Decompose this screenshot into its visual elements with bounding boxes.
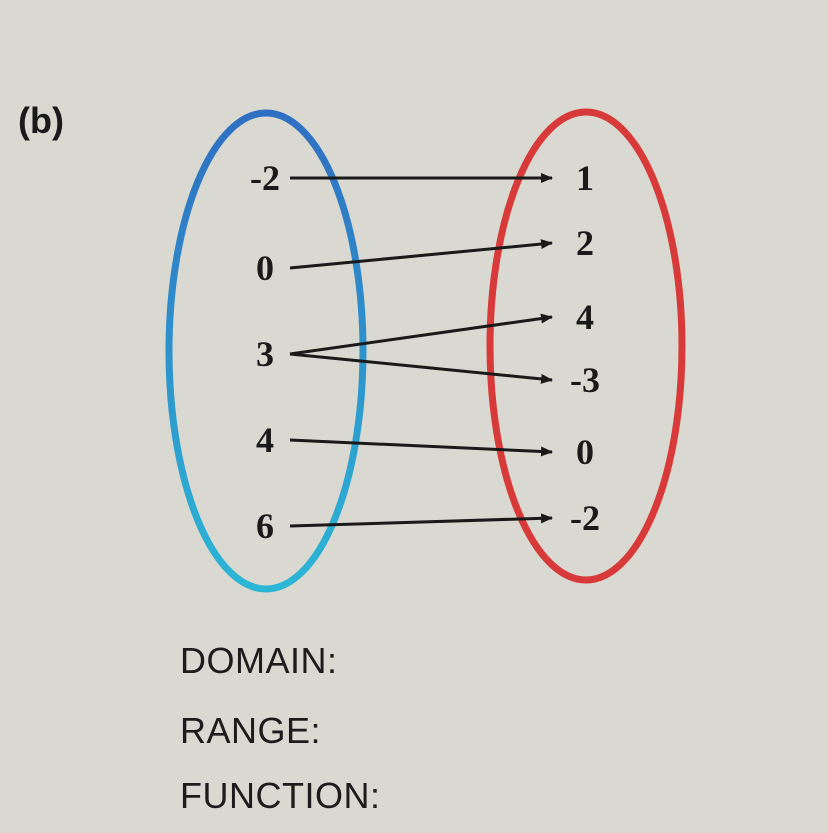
range-value: -3	[570, 360, 600, 400]
range-value: 2	[576, 223, 594, 263]
mapping-arrow	[289, 239, 553, 270]
domain-value: 3	[256, 334, 274, 374]
function-question: FUNCTION:	[180, 775, 381, 816]
part-label: (b)	[18, 100, 64, 141]
domain-question: DOMAIN:	[180, 640, 338, 681]
range-value: 4	[576, 297, 594, 337]
domain-value: -2	[250, 158, 280, 198]
range-question: RANGE:	[180, 710, 322, 751]
mapping-arrow	[289, 313, 553, 356]
domain-oval	[165, 109, 367, 593]
range-value: 0	[576, 432, 594, 472]
domain-value: 6	[256, 506, 274, 546]
range-value: -2	[570, 498, 600, 538]
mapping-arrow	[289, 352, 553, 384]
domain-value: 4	[256, 420, 274, 460]
mapping-arrow	[289, 513, 553, 528]
range-value: 1	[576, 158, 594, 198]
range-oval	[486, 108, 686, 584]
mapping-arrow	[289, 438, 553, 457]
domain-value: 0	[256, 248, 274, 288]
